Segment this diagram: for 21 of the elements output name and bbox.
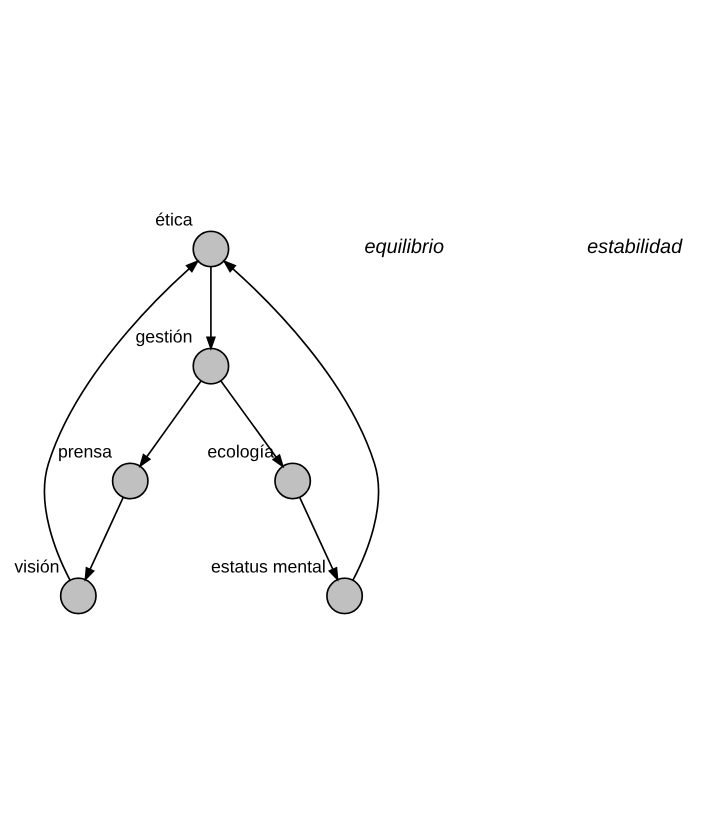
node-circle bbox=[112, 462, 149, 500]
arrow bbox=[220, 380, 284, 468]
arrow bbox=[44, 260, 200, 580]
node-circle bbox=[60, 577, 97, 614]
arrow bbox=[206, 267, 216, 351]
label: estabilidad bbox=[587, 236, 682, 258]
node-circle bbox=[192, 230, 230, 268]
node-label: ecología bbox=[207, 442, 274, 462]
node-circle bbox=[274, 462, 312, 500]
node-label: ética bbox=[155, 210, 193, 230]
node-label: prensa bbox=[58, 442, 112, 462]
arrow bbox=[138, 380, 202, 468]
arrow bbox=[298, 496, 339, 582]
node-circle bbox=[326, 577, 364, 614]
label: equilibrio bbox=[364, 236, 444, 258]
arrow bbox=[84, 496, 124, 582]
node-label: visión bbox=[14, 556, 60, 576]
node-label: gestión bbox=[135, 326, 192, 347]
arrow bbox=[222, 260, 380, 580]
node-label: estatus mental bbox=[210, 556, 326, 576]
node-circle bbox=[192, 348, 230, 385]
